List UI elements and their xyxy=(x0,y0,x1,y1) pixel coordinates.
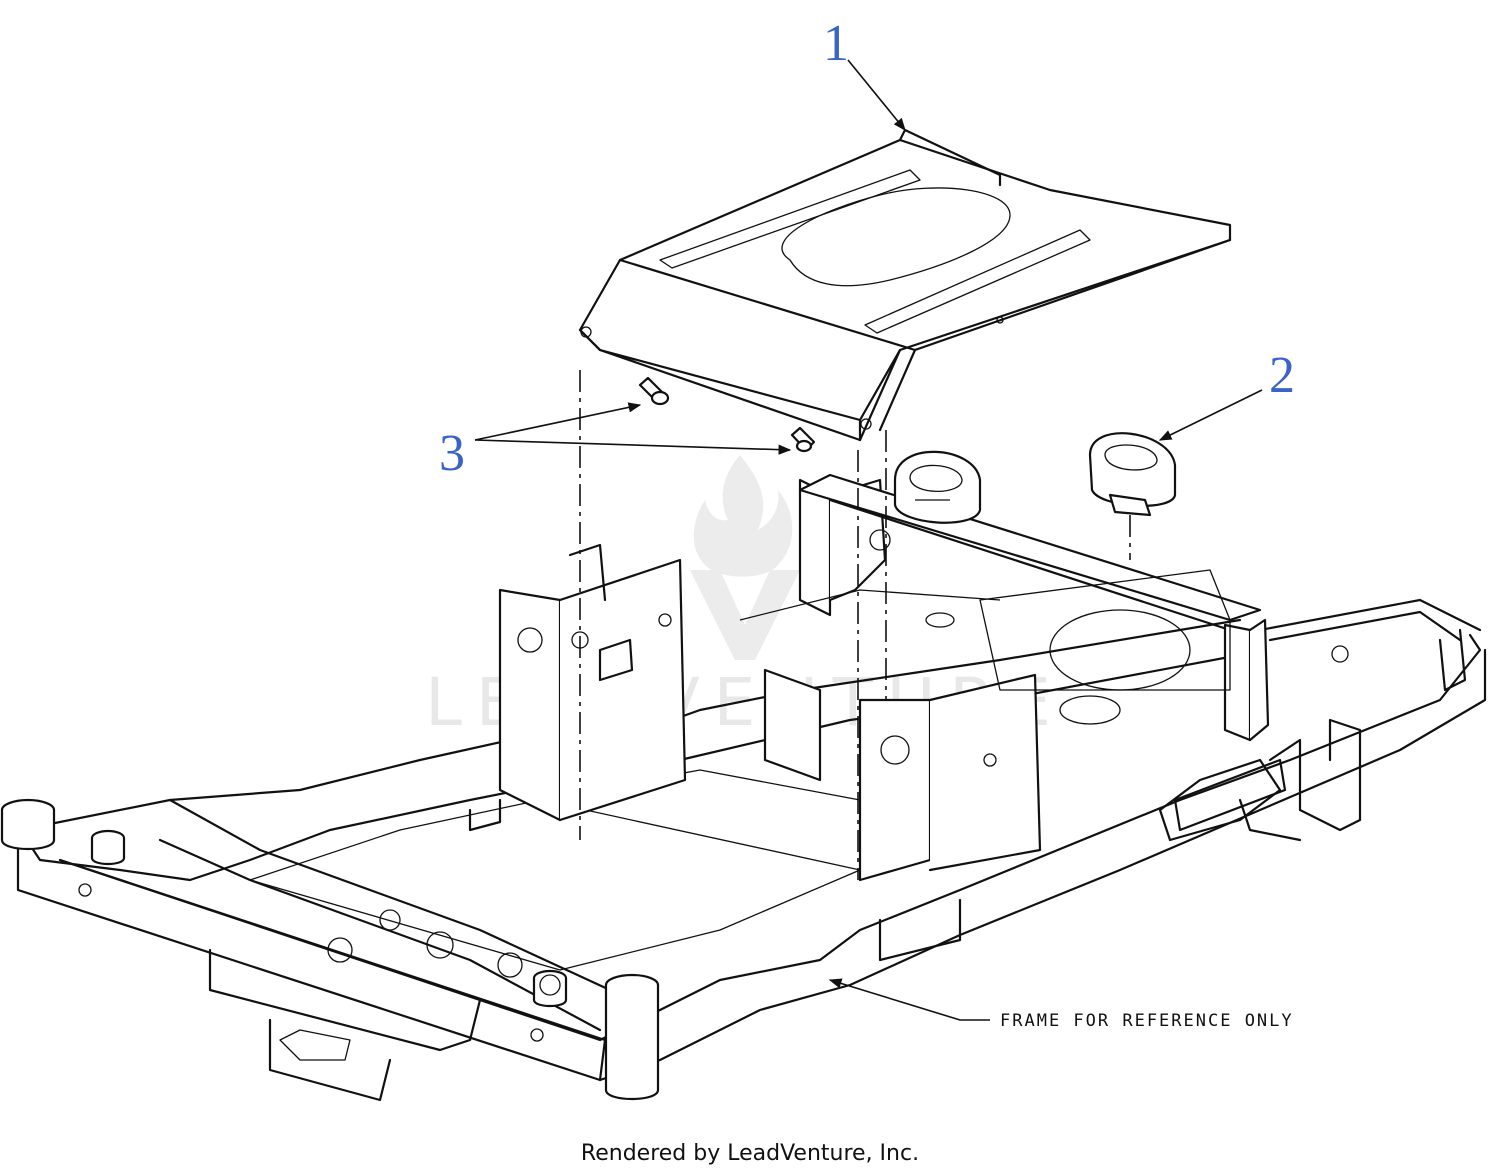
bumper xyxy=(893,432,1177,524)
callout-2-label: 2 xyxy=(1269,347,1295,404)
footer-credit: Rendered by LeadVenture, Inc. xyxy=(581,1141,919,1166)
reference-note: FRAME FOR REFERENCE ONLY xyxy=(1000,1011,1294,1031)
flame-watermark-icon xyxy=(693,455,793,577)
callout-2-leader xyxy=(1158,389,1263,441)
callout-3-leader xyxy=(474,439,792,455)
seat-pan xyxy=(578,128,1232,442)
v-watermark-icon xyxy=(690,570,800,660)
callout-3-leader xyxy=(474,402,642,441)
callout-1-leader xyxy=(847,59,906,131)
bolt xyxy=(638,376,816,453)
frame-leader-line xyxy=(828,978,990,1021)
callout-3-label: 3 xyxy=(439,425,465,482)
frame-assembly xyxy=(0,473,1487,1102)
callout-1-label: 1 xyxy=(823,15,849,72)
